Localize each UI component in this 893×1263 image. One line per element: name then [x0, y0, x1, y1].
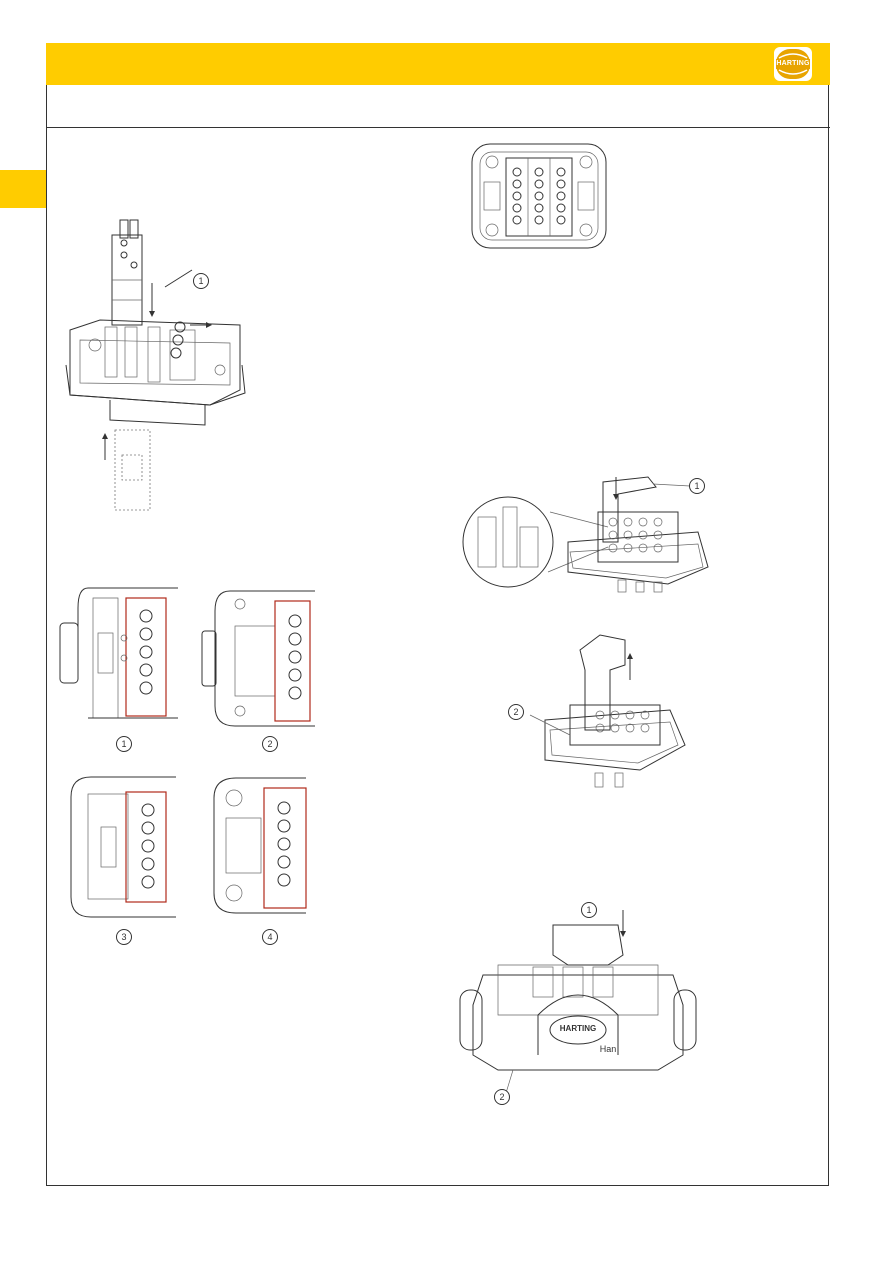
callout-1: 1: [193, 273, 209, 289]
housing-brand-text: HARTING: [559, 1024, 597, 1033]
variant-2-diagram: [201, 590, 315, 727]
header-bar: [46, 43, 830, 85]
detail-magnifier: [462, 496, 554, 588]
page-frame: [46, 85, 829, 1186]
contact-insert-bottom: [114, 429, 151, 511]
tool-removal-diagram: [529, 634, 686, 788]
housing-sub-text: Han: [599, 1044, 617, 1054]
assembly-diagram: [65, 219, 246, 511]
variant-1-diagram: [59, 587, 178, 719]
tool-insertion-diagram: [462, 476, 709, 593]
removal-tool: [579, 634, 626, 731]
harting-logo: HARTING: [773, 46, 813, 82]
variant-label-3: 3: [116, 929, 132, 945]
mounting-tool: [552, 924, 624, 966]
variant-label-1: 1: [116, 736, 132, 752]
housing-mount-diagram: [459, 910, 697, 1094]
variant-label-2: 2: [262, 736, 278, 752]
harting-logo-icon: [774, 47, 812, 81]
contact-insert-top: [111, 219, 143, 326]
housing-mount-callout-2: 2: [494, 1089, 510, 1105]
housing-mount-callout-1: 1: [581, 902, 597, 918]
variant-3-diagram: [70, 776, 176, 918]
variant-label-4: 4: [262, 929, 278, 945]
housing-base: [65, 319, 246, 426]
tool-insertion-callout-1: 1: [689, 478, 705, 494]
tool-removal-callout-2: 2: [508, 704, 524, 720]
side-tab-marker: [0, 170, 46, 208]
insert-top-view-diagram: [471, 143, 607, 249]
insertion-tool: [602, 476, 657, 543]
logo-brand-text: HARTING: [776, 60, 810, 67]
header-divider: [46, 127, 830, 128]
variant-4-diagram: [213, 777, 307, 914]
